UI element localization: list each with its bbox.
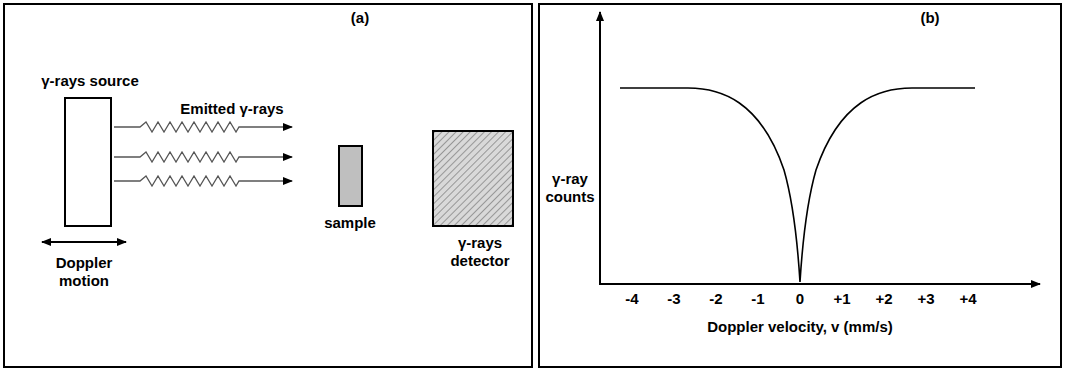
axis-title: γ-ray counts (542, 170, 598, 206)
tick-label: -1 (751, 290, 764, 308)
detector-hatching (434, 132, 512, 225)
detector-box: γ-rays detector (432, 130, 514, 227)
panel-label: (a) (351, 9, 369, 27)
tick-label: -4 (625, 290, 638, 308)
y-axis (599, 12, 601, 284)
x-axis (599, 283, 1040, 285)
panel-frame: (a) γ-rays source sample γ-rays detector (3, 3, 533, 368)
ray-label: Emitted γ-rays (180, 100, 283, 118)
tick-label: +2 (875, 290, 892, 308)
box-heading: γ-rays source (41, 72, 139, 90)
tick-label: +3 (917, 290, 934, 308)
tick-label: -2 (709, 290, 722, 308)
box-heading: γ-rays detector (440, 234, 520, 270)
doppler-motion-arrow (42, 241, 126, 243)
motion-label: Doppler motion (44, 254, 124, 290)
tick-label: 0 (796, 290, 804, 308)
tick-label: +4 (959, 290, 976, 308)
gamma-ray-arrows (114, 122, 292, 186)
box-heading: sample (324, 214, 376, 232)
tick-label: -3 (667, 290, 680, 308)
panel-label: (b) (920, 9, 939, 27)
gamma-source-box: γ-rays source (64, 97, 112, 227)
panel-frame: (b) (538, 3, 1062, 368)
axis-title: Doppler velocity, v (mm/s) (707, 318, 893, 336)
absorption-curve (620, 88, 975, 282)
tick-label: +1 (833, 290, 850, 308)
sample-box: sample (338, 145, 363, 207)
